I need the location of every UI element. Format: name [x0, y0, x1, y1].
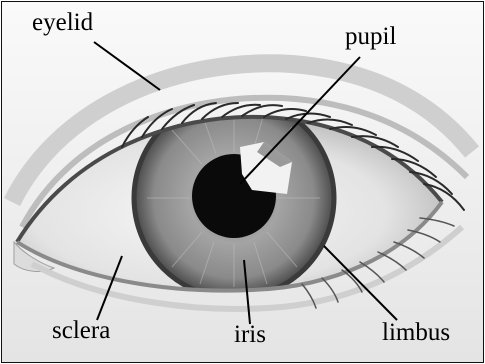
- label-sclera: sclera: [52, 318, 110, 343]
- label-iris: iris: [234, 322, 266, 347]
- label-pupil: pupil: [345, 24, 396, 49]
- label-limbus: limbus: [382, 320, 450, 345]
- label-eyelid: eyelid: [32, 10, 93, 35]
